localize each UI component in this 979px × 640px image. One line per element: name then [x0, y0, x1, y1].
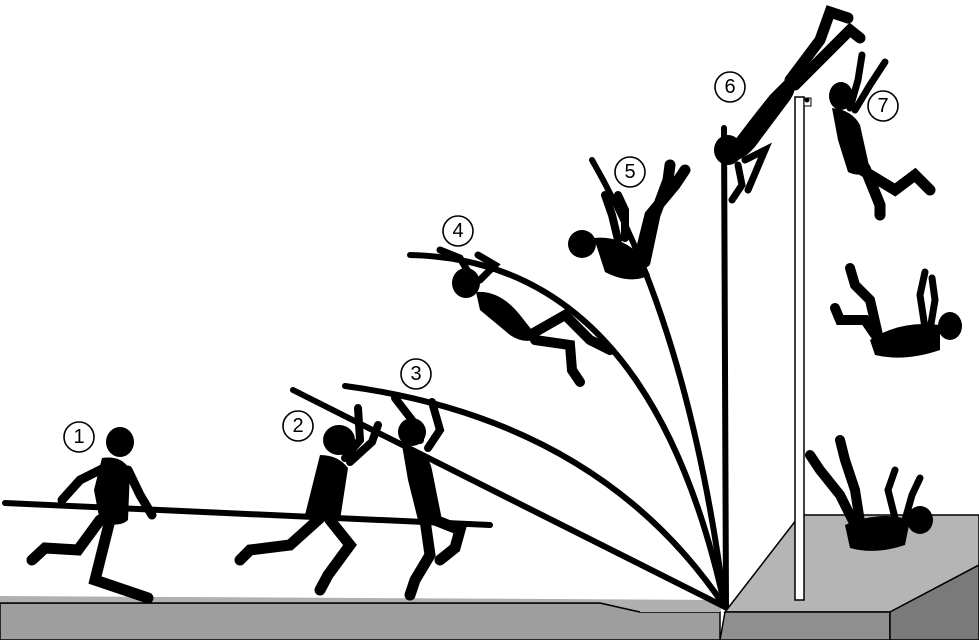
- athlete-stage-3: [395, 398, 460, 595]
- stage-label-2: 2: [283, 411, 313, 441]
- svg-text:7: 7: [877, 95, 888, 117]
- athlete-falling-1: [835, 268, 962, 358]
- stage-label-5: 5: [615, 157, 645, 187]
- stage-label-4: 4: [443, 216, 473, 246]
- stage-label-3: 3: [401, 359, 431, 389]
- svg-text:3: 3: [410, 363, 421, 385]
- runway: [0, 596, 725, 640]
- stage-label-6: 6: [715, 72, 745, 102]
- athlete-stage-4: [440, 250, 610, 382]
- svg-text:4: 4: [452, 220, 463, 242]
- athlete-stage-7: [829, 55, 930, 215]
- pole-stage-4: [410, 255, 725, 607]
- svg-text:2: 2: [292, 415, 303, 437]
- pole-stage-3: [345, 386, 725, 607]
- svg-text:5: 5: [624, 161, 635, 183]
- stage-label-1: 1: [64, 422, 94, 452]
- pole-stage-6: [724, 128, 726, 607]
- svg-text:1: 1: [73, 426, 84, 448]
- stage-label-7: 7: [868, 91, 898, 121]
- athlete-stage-1: [32, 427, 152, 598]
- svg-text:6: 6: [724, 76, 735, 98]
